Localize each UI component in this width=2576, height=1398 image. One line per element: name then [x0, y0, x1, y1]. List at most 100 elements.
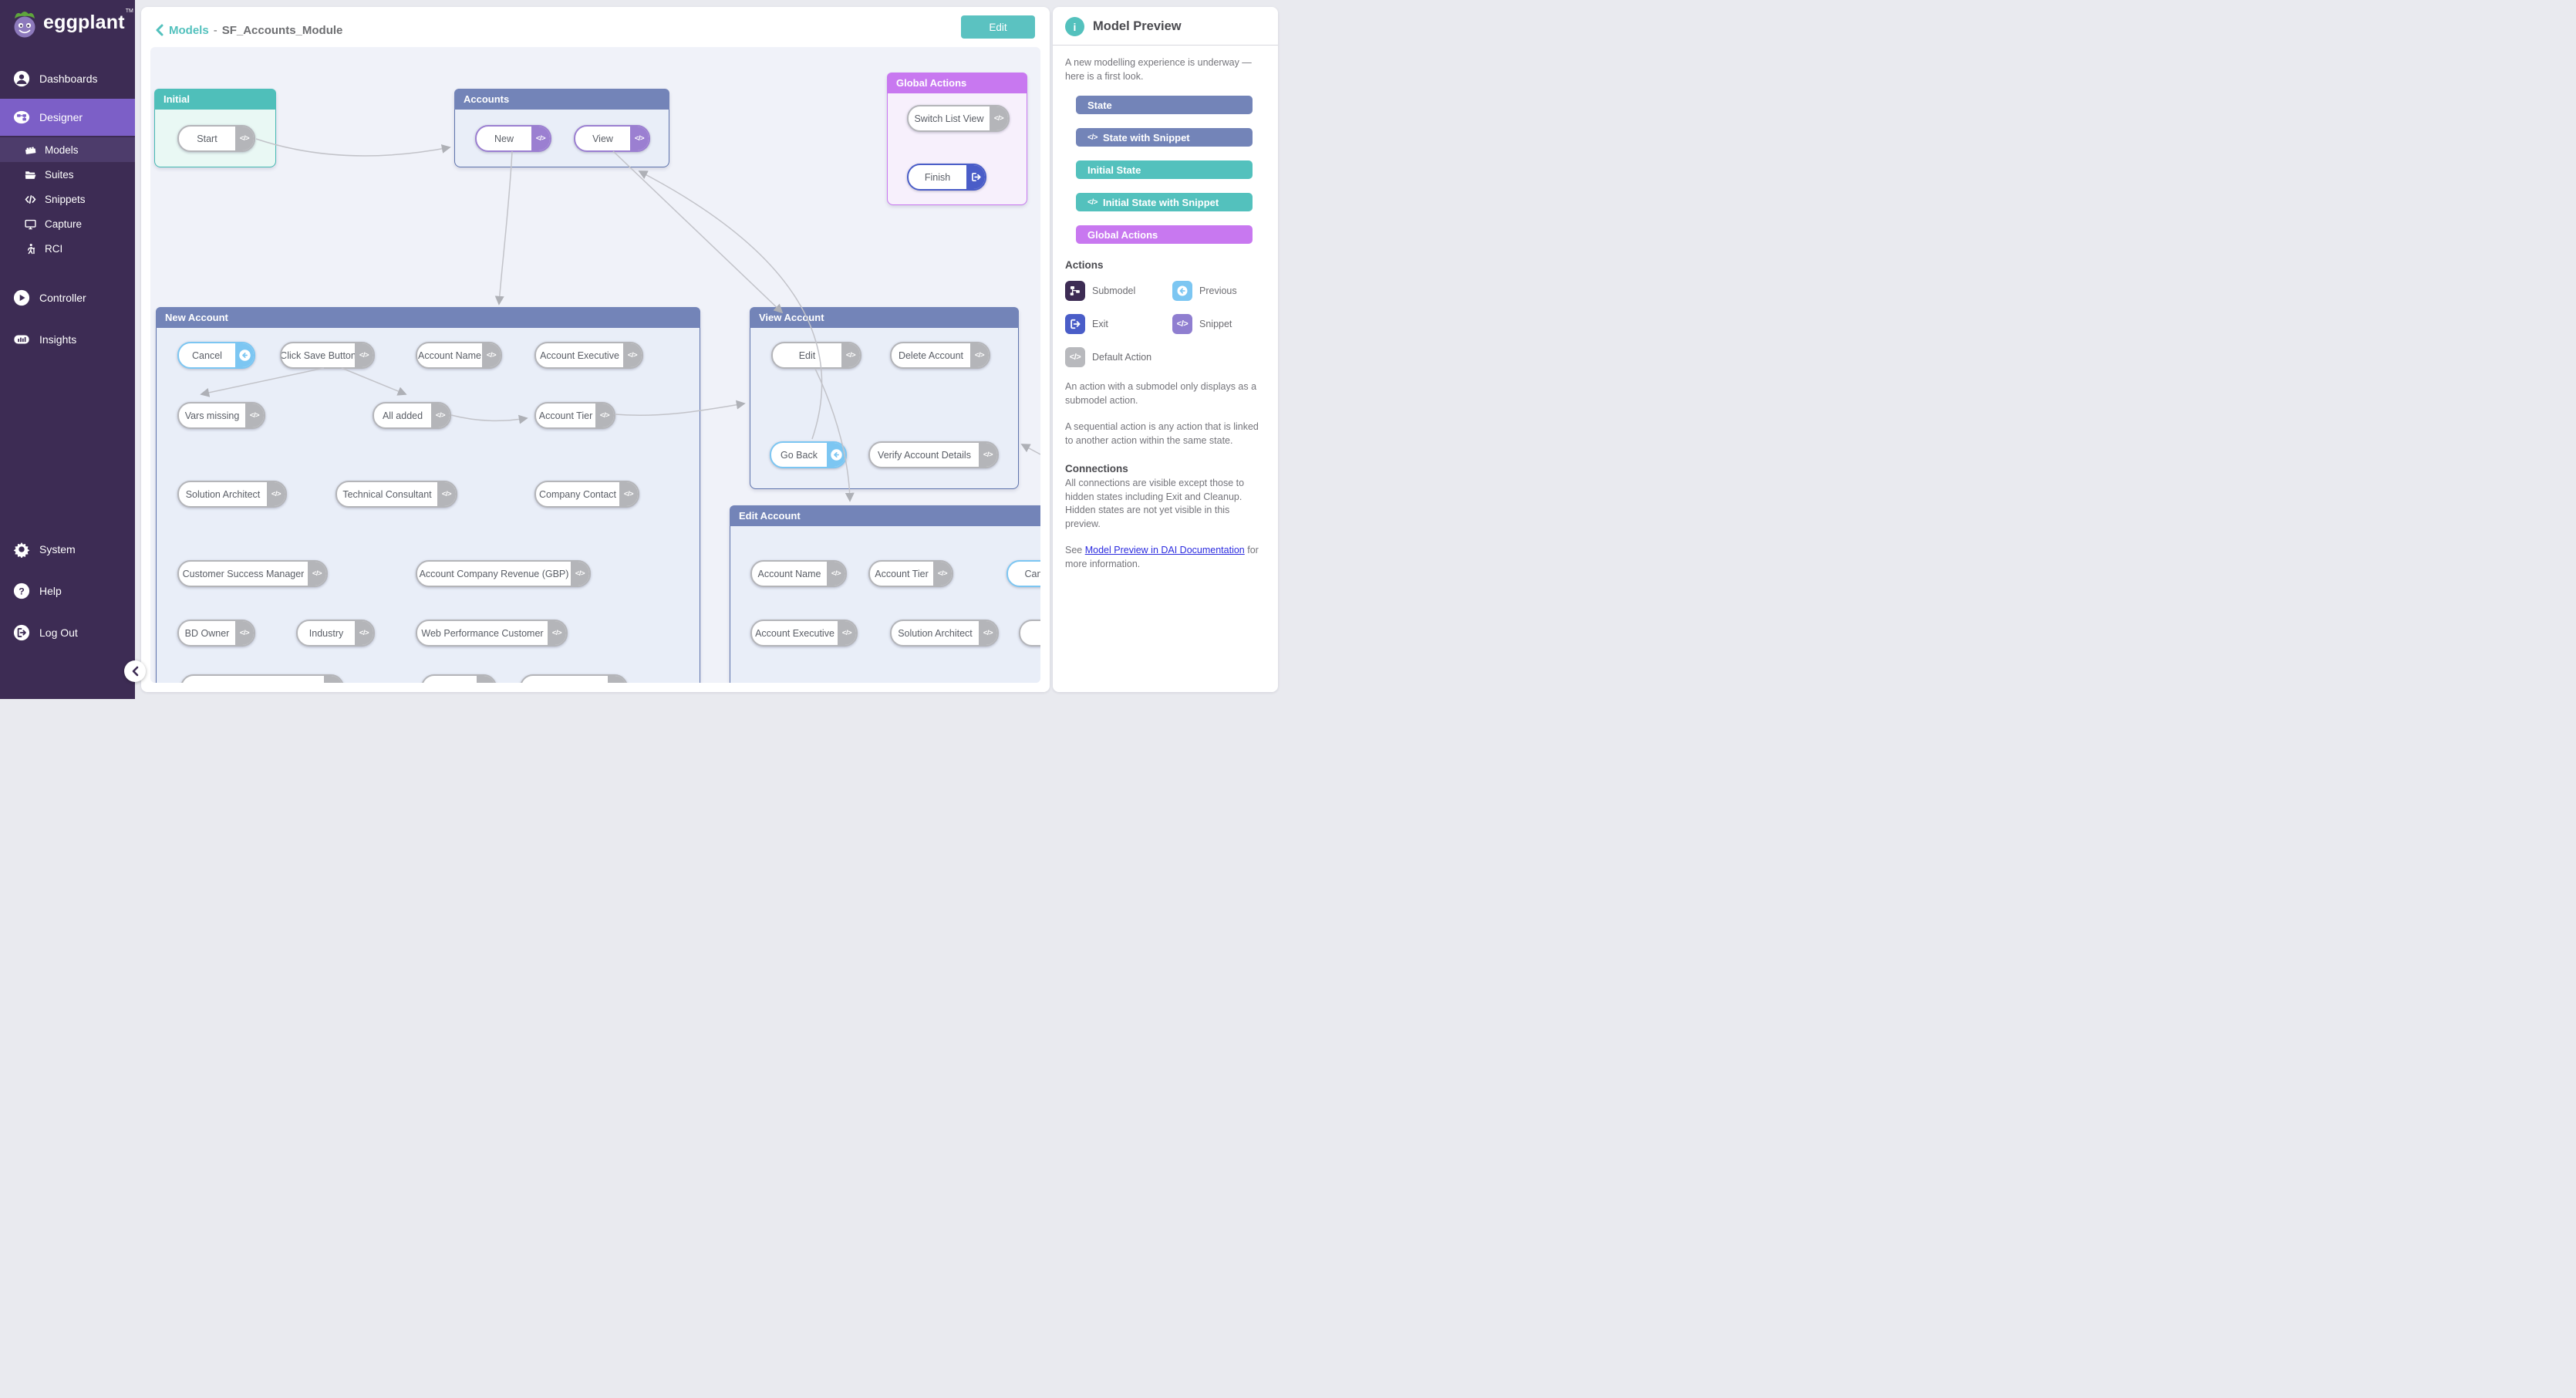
action-vars-missing[interactable]: Vars missing</> — [177, 402, 265, 429]
action-account-executive[interactable]: Account Executive</> — [534, 342, 643, 369]
sidebar-item-suites[interactable]: Suites — [0, 162, 135, 187]
legend-initial-state: Initial State — [1076, 160, 1253, 179]
state-header[interactable]: Initial — [154, 89, 276, 110]
action-delete-account[interactable]: Delete Account</> — [890, 342, 990, 369]
code-icon: </> — [482, 343, 501, 367]
legend-label: Initial State with Snippet — [1102, 196, 1219, 208]
action-account-name[interactable]: Account Name</> — [750, 560, 847, 587]
action-cancel[interactable]: Cancel — [177, 342, 255, 369]
sidebar-item-rci[interactable]: RCI — [0, 236, 135, 261]
submodel-icon — [1065, 281, 1085, 301]
sidebar-item-help[interactable]: ?Help — [0, 576, 135, 606]
code-icon: </> — [355, 343, 373, 367]
action-view[interactable]: View</> — [574, 125, 650, 152]
panel-intro-text: A new modelling experience is underway —… — [1065, 57, 1252, 82]
sidebar-item-label: Controller — [39, 292, 86, 304]
controller-icon — [13, 289, 30, 306]
sidebar-item-logout[interactable]: Log Out — [0, 617, 135, 648]
action-cancel[interactable]: Cancel — [1006, 560, 1040, 587]
action-account-name[interactable]: Account Name</> — [416, 342, 502, 369]
action-label: Go Back — [781, 449, 818, 461]
state-header[interactable]: View Account — [750, 307, 1019, 328]
chevron-back-icon[interactable] — [154, 24, 164, 36]
sidebar-item-snippets[interactable]: Snippets — [0, 187, 135, 211]
edit-button[interactable]: Edit — [961, 15, 1035, 39]
sidebar-item-models[interactable]: Models — [0, 137, 135, 162]
sidebar-item-system[interactable]: System — [0, 534, 135, 565]
action-partial[interactable] — [421, 674, 497, 683]
action-account-company-revenue-gbp-[interactable]: Account Company Revenue (GBP)</> — [416, 560, 591, 587]
action-go-back[interactable]: Go Back — [770, 441, 847, 468]
action-industry[interactable]: Industry</> — [296, 620, 375, 647]
action-switch-list-view[interactable]: Switch List View</> — [907, 105, 1010, 132]
action-label: BD Owner — [184, 627, 230, 639]
action-start[interactable]: Start</> — [177, 125, 255, 152]
sidebar-item-label: Dashboards — [39, 73, 98, 85]
previous-icon — [235, 343, 254, 367]
action-label: Account Executive — [755, 627, 835, 639]
action-new[interactable]: New</> — [475, 125, 551, 152]
action-solution-architect[interactable]: Solution Architect</> — [890, 620, 999, 647]
sidebar-item-insights[interactable]: Insights — [0, 324, 135, 355]
action-solution-architect[interactable]: Solution Architect</> — [177, 481, 287, 508]
sidebar-item-controller[interactable]: Controller — [0, 282, 135, 313]
sidebar-item-dashboards[interactable]: Dashboards — [0, 63, 135, 94]
action-technical-consultant[interactable]: Technical Consultant</> — [335, 481, 457, 508]
action-label: Web Performance Customer — [421, 627, 544, 639]
sidebar-item-label: Snippets — [45, 193, 86, 205]
sidebar-item-label: RCI — [45, 242, 63, 255]
breadcrumb-separator: - — [213, 23, 217, 37]
action-verify-account-details[interactable]: Verify Account Details</> — [868, 441, 999, 468]
action-label: Technical Consultant — [342, 488, 432, 500]
action-customer-success-manager[interactable]: Customer Success Manager</> — [177, 560, 328, 587]
action-legend-label: Previous — [1199, 285, 1237, 296]
action-company-contact[interactable]: Company Contact</> — [534, 481, 639, 508]
connections-note: All connections are visible except those… — [1065, 478, 1245, 529]
documentation-link[interactable]: Model Preview in DAI Documentation — [1084, 545, 1245, 555]
action-click-save-button[interactable]: Click Save Button</> — [280, 342, 375, 369]
action-label: Customer Success Manager — [182, 568, 305, 579]
logout-icon — [13, 624, 30, 641]
models-icon — [24, 144, 37, 157]
legend-initial-state-with-snippet: </>Initial State with Snippet — [1076, 193, 1253, 211]
action-label — [182, 676, 324, 683]
code-icon: </> — [933, 562, 952, 586]
connection-view-to-view-account — [612, 150, 784, 314]
state-header[interactable]: Accounts — [454, 89, 669, 110]
action-web-performance-customer[interactable]: Web Performance Customer</> — [416, 620, 568, 647]
code-icon: </> — [235, 621, 254, 645]
code-icon — [324, 676, 342, 683]
state-header[interactable]: New Account — [156, 307, 700, 328]
action-partial[interactable] — [180, 674, 344, 683]
sidebar-collapse-button[interactable] — [124, 660, 146, 682]
action-label: Delete Account — [898, 350, 964, 361]
page-title-model-name: SF_Accounts_Module — [221, 23, 343, 37]
action-all-added[interactable]: All added</> — [373, 402, 451, 429]
action-bd-owner[interactable]: BD Owner </> — [177, 620, 255, 647]
breadcrumb-models-link[interactable]: Models — [169, 23, 209, 37]
action-partial[interactable] — [1019, 620, 1040, 647]
state-header[interactable]: Edit Account — [730, 505, 1040, 526]
action-label: Edit — [798, 350, 816, 361]
panel-title: Model Preview — [1093, 19, 1182, 33]
code-icon: </> — [267, 482, 285, 506]
sidebar-item-label: Log Out — [39, 626, 78, 639]
state-header[interactable]: Global Actions — [887, 73, 1027, 93]
action-account-tier[interactable]: Account Tier</> — [534, 402, 615, 429]
sidebar-item-designer[interactable]: Designer — [0, 99, 135, 136]
sidebar-item-capture[interactable]: Capture — [0, 211, 135, 236]
eggplant-logo: eggplant TM — [9, 8, 133, 39]
action-account-executive[interactable]: Account Executive</> — [750, 620, 858, 647]
sequential-note: A sequential action is any action that i… — [1065, 421, 1259, 446]
action-finish[interactable]: Finish — [907, 164, 986, 191]
action-edit[interactable]: Edit</> — [771, 342, 861, 369]
action-account-tier[interactable]: Account Tier</> — [868, 560, 953, 587]
action-partial[interactable] — [520, 674, 628, 683]
